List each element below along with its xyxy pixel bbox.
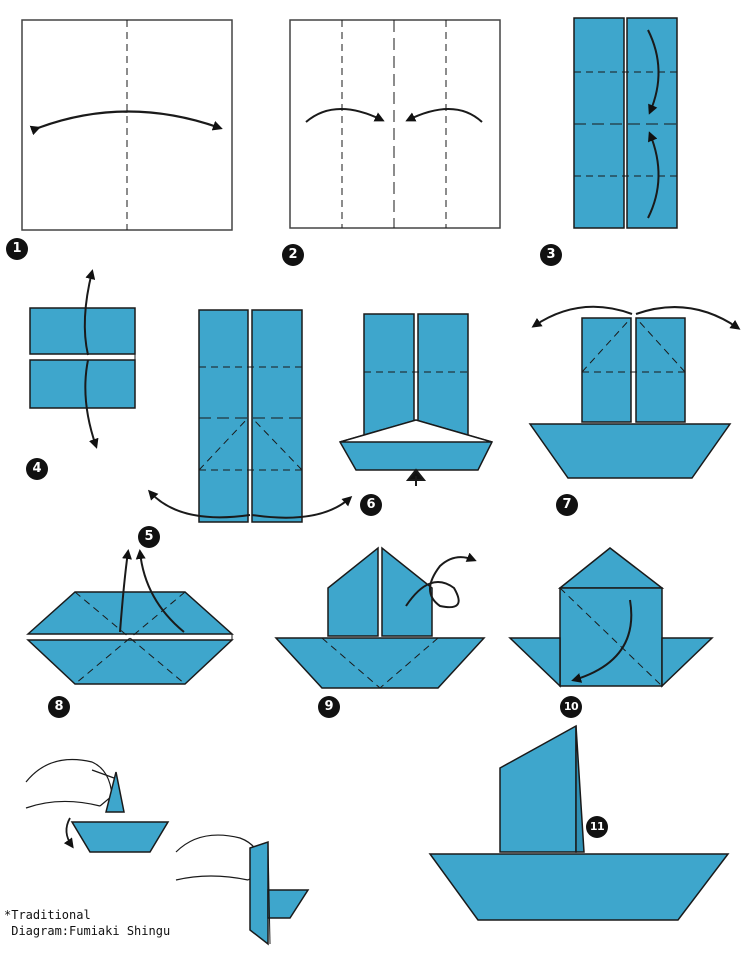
fold-arrow-icon: [147, 489, 251, 519]
step-5-tall-strip: [147, 309, 353, 523]
step-badge-2: 2: [282, 244, 304, 266]
step-badge-7: 7: [556, 494, 578, 516]
step-1-square: [21, 19, 233, 231]
hand-icon: [25, 758, 115, 809]
fold-arrow-icon: [63, 817, 74, 849]
step-extra-boat-1: [63, 771, 170, 853]
step-badge-1: 1: [6, 238, 28, 260]
step-10-boat: [508, 547, 714, 688]
step-3-folded-strip: [573, 17, 678, 229]
fold-arrow-icon: [119, 549, 132, 633]
step-badge-8: 8: [48, 696, 70, 718]
step-badge-11: 11: [586, 816, 608, 838]
step-badge-4: 4: [26, 458, 48, 480]
step-8-hexagon: [26, 549, 234, 685]
fold-arrow-icon: [647, 131, 660, 219]
hand-icon: [175, 834, 263, 881]
fold-arrow-icon: [531, 305, 633, 328]
step-2-square: [289, 19, 501, 229]
step-extra-boat-2: [249, 840, 310, 946]
credits-line-1: *Traditional: [4, 908, 91, 922]
step-badge-9: 9: [318, 696, 340, 718]
step-11-final-sailboat: [428, 724, 730, 921]
fold-arrow-icon: [135, 549, 185, 633]
fold-arrow-icon: [83, 269, 96, 356]
step-badge-3: 3: [540, 244, 562, 266]
fold-arrow-icon: [647, 29, 660, 115]
fold-arrow-icon: [305, 108, 385, 123]
fold-arrow-icon: [84, 359, 99, 449]
fold-arrow-icon: [251, 495, 353, 519]
fold-arrow-icon: [405, 108, 483, 123]
fold-arrow-icon: [635, 306, 741, 330]
fold-arrow-icon: [29, 110, 223, 136]
step-badge-5: 5: [138, 526, 160, 548]
step-9-boat: [274, 546, 486, 689]
step-badge-6: 6: [360, 494, 382, 516]
step-7-boat-sail: [528, 305, 741, 479]
push-arrow-icon: [405, 468, 427, 486]
step-6-boat-base: [338, 313, 494, 486]
credits: *Traditional Diagram:Fumiaki Shingu: [4, 907, 170, 939]
step-badge-10: 10: [560, 696, 582, 718]
credits-line-2: Diagram:Fumiaki Shingu: [4, 924, 171, 938]
fold-arrow-icon: [571, 599, 633, 683]
step-4-folded-square: [29, 269, 136, 449]
fold-arrow-icon: [405, 552, 477, 609]
